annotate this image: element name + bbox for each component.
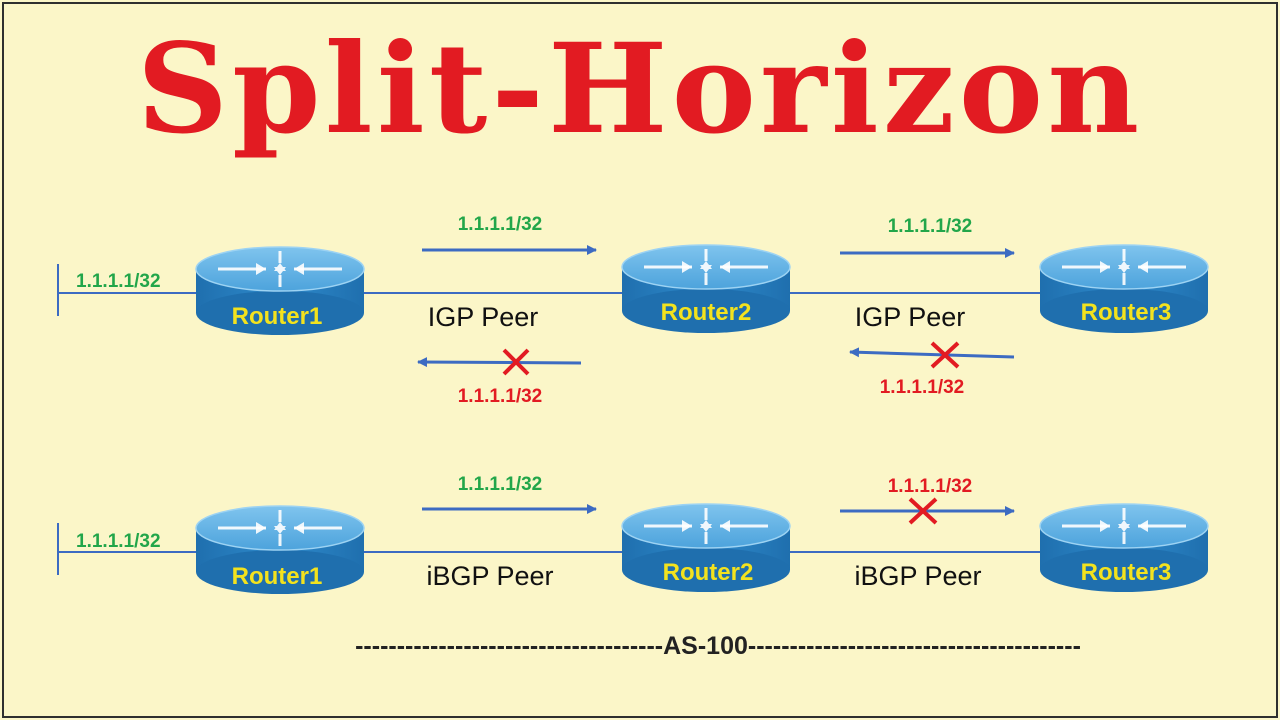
router-label: Router2 [663, 559, 754, 586]
network-label: 1.1.1.1/32 [76, 271, 161, 292]
igp-row: 1.1.1.1/32 Router1 [57, 214, 1209, 407]
router-label: Router1 [232, 563, 323, 590]
router-label: Router2 [661, 299, 752, 326]
diagram-title: Split-Horizon [136, 17, 1144, 162]
blocked-x-icon [502, 348, 530, 376]
as-label: -------------------------------------AS-… [355, 632, 1081, 660]
router-label: Router1 [232, 303, 323, 330]
peer-label: IGP Peer [428, 302, 539, 332]
peer-label: iBGP Peer [854, 561, 981, 591]
peer-label: IGP Peer [855, 302, 966, 332]
advertised-route-label: 1.1.1.1/32 [458, 474, 543, 495]
router-label: Router3 [1081, 559, 1172, 586]
router-icon [1039, 503, 1209, 592]
blocked-arrow [849, 347, 1015, 359]
blocked-x-icon [930, 341, 960, 369]
blocked-x-icon [908, 497, 938, 525]
peer-label: iBGP Peer [426, 561, 553, 591]
advertised-route-label: 1.1.1.1/32 [888, 216, 973, 237]
blocked-arrow [417, 357, 582, 368]
blocked-route-label: 1.1.1.1/32 [880, 377, 965, 398]
router-icon [195, 505, 365, 594]
network-label: 1.1.1.1/32 [76, 531, 161, 552]
blocked-route-label: 1.1.1.1/32 [458, 386, 543, 407]
ibgp-row: 1.1.1.1/32 Router1 [57, 474, 1209, 594]
router-icon [621, 244, 791, 333]
router-icon [1039, 244, 1209, 333]
blocked-route-label: 1.1.1.1/32 [888, 476, 973, 497]
advertised-route-label: 1.1.1.1/32 [458, 214, 543, 235]
router-icon [621, 503, 791, 592]
router-label: Router3 [1081, 299, 1172, 326]
router-icon [195, 246, 365, 335]
